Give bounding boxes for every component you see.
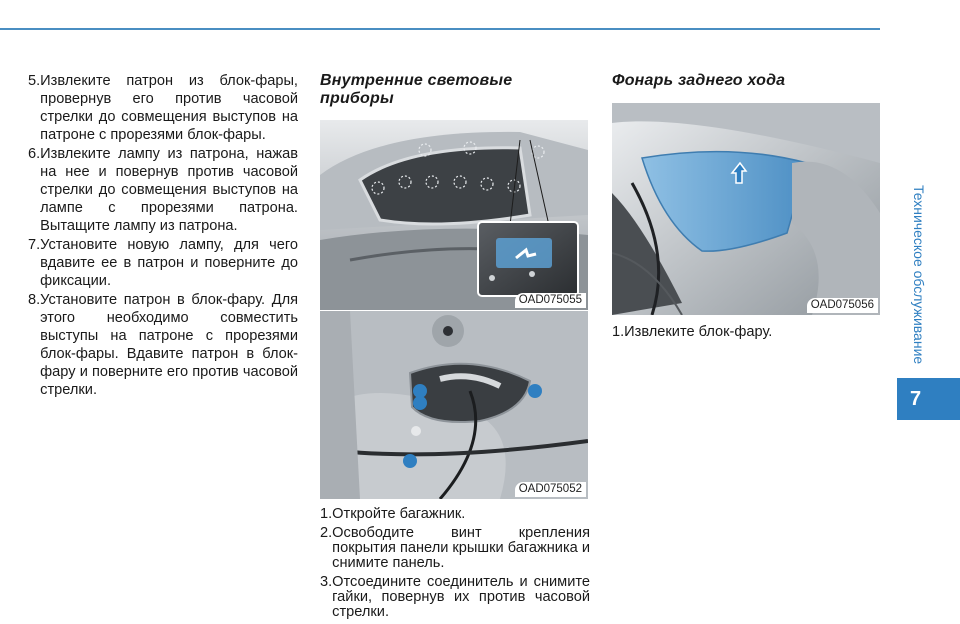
step-number: 1. <box>612 324 625 340</box>
reverse-light-steps: 1. Извлеките блок-фару. <box>612 325 880 340</box>
step-8: 8. Установите патрон в блок-фару. Для эт… <box>28 291 298 399</box>
step-text: Установите новую лампу, для чего вдавите… <box>40 237 298 289</box>
step-number: 8. <box>28 292 41 308</box>
step-1: 1. Откройте багажник. <box>320 507 590 522</box>
step-text: Отсоедините соединитель и снимите гайки,… <box>332 574 590 620</box>
step-number: 2. <box>320 525 333 541</box>
step-text: Установите патрон в блок-фару. Для этого… <box>40 292 298 398</box>
step-text: Извлеките патрон из блок-фары, провернув… <box>40 73 298 143</box>
trunk-panel-illustration <box>320 311 588 499</box>
middle-column: Внутренние световые приборы <box>320 72 590 624</box>
step-1: 1. Извлеките блок-фару. <box>612 325 880 340</box>
step-number: 7. <box>28 237 41 253</box>
step-text: Извлеките лампу из патрона, нажав на нее… <box>40 146 298 234</box>
step-3: 3. Отсоедините соединитель и снимите гай… <box>320 575 590 620</box>
figure-tail-lamp: OAD075056 <box>612 103 880 315</box>
section-heading-reverse-light: Фонарь заднего хода <box>612 72 786 89</box>
interior-steps: 1. Откройте багажник. 2. Освободите винт… <box>320 507 590 620</box>
figure-code: OAD075052 <box>514 482 586 497</box>
step-number: 6. <box>28 146 41 162</box>
step-5: 5. Извлеките патрон из блок-фары, провер… <box>28 72 298 144</box>
chapter-tab: 7 <box>897 378 960 420</box>
right-column: Фонарь заднего хода OAD075056 <box>612 72 880 344</box>
tail-lamp-illustration <box>612 103 880 315</box>
section-label-vertical: Техническое обслуживание <box>911 185 927 365</box>
figure-code: OAD075055 <box>514 293 586 308</box>
step-text: Откройте багажник. <box>332 506 466 522</box>
top-rule <box>0 28 880 30</box>
step-number: 5. <box>28 73 41 89</box>
step-6: 6. Извлеките лампу из патрона, нажав на … <box>28 145 298 235</box>
left-column: 5. Извлеките патрон из блок-фары, провер… <box>28 72 298 400</box>
step-7: 7. Установите новую лампу, для чего вдав… <box>28 236 298 290</box>
section-heading-interior-lights: Внутренние световые приборы <box>320 72 513 107</box>
step-2: 2. Освободите винт крепления покрытия па… <box>320 526 590 571</box>
step-text: Извлеките блок-фару. <box>624 324 773 340</box>
figure-trunk-lid: OAD075055 <box>320 120 588 310</box>
step-number: 1. <box>320 506 333 522</box>
step-text: Освободите винт крепления покрытия панел… <box>332 525 590 571</box>
figure-code: OAD075056 <box>806 298 878 313</box>
step-number: 3. <box>320 574 333 590</box>
figure-trunk-panel: OAD075052 <box>320 310 588 499</box>
trunk-lid-illustration <box>320 120 588 310</box>
